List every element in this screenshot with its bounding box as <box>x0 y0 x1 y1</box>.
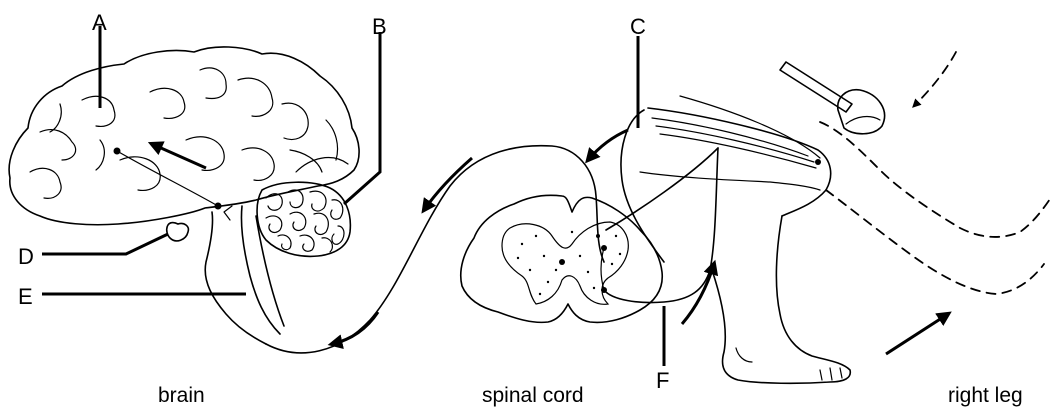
label-b: B <box>372 14 387 39</box>
flow-arrow-upper <box>424 158 472 210</box>
sensory-nerve <box>266 146 604 353</box>
caption-brain: brain <box>158 384 205 407</box>
caption-spinal-cord: spinal cord <box>482 384 584 407</box>
right-leg-drawing <box>621 52 1052 383</box>
brain-signal-arrow <box>152 144 206 168</box>
pituitary-gland <box>167 223 189 241</box>
leg-extended-outline <box>820 122 1052 237</box>
caption-right-leg: right leg <box>948 384 1023 407</box>
label-d: D <box>18 244 34 269</box>
label-e: E <box>18 284 33 309</box>
brain-stem <box>205 212 266 344</box>
hammer-strike-arrow <box>914 52 956 106</box>
label-c: C <box>630 14 646 39</box>
leg-shin <box>712 216 850 383</box>
label-f: F <box>656 368 669 393</box>
label-a: A <box>92 10 107 35</box>
cerebellum <box>257 158 350 257</box>
brain-drawing <box>9 47 359 344</box>
reflex-hammer <box>780 62 885 134</box>
grey-matter <box>502 222 628 304</box>
flow-arrow-brain <box>332 312 378 344</box>
leg-thigh <box>648 108 831 216</box>
pointer-d <box>42 234 168 254</box>
leg-kick-arrow <box>886 314 948 354</box>
cerebrum-outline <box>9 47 359 225</box>
